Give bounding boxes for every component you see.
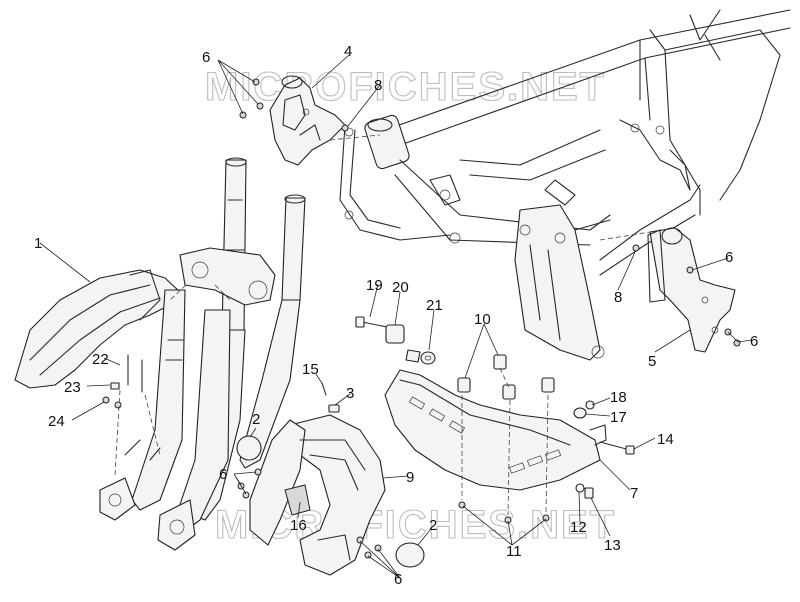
callout-23: 23: [64, 379, 81, 396]
skid-plate: [384, 369, 607, 491]
callout-12: 12: [570, 519, 587, 536]
callout-4: 4: [344, 43, 352, 60]
callout-7: 7: [630, 485, 638, 502]
callout-6-top: 6: [202, 49, 210, 66]
callout-6-right-upper: 6: [725, 249, 733, 266]
main-frame: [339, 9, 791, 361]
callout-15: 15: [302, 361, 319, 378]
callout-6-mid: 6: [219, 466, 227, 483]
callout-labels: 1 2 2 3 4 5 6 6 6 6 6 7 8 8 9 10 11 12 1…: [34, 43, 758, 588]
watermark-top: MICROFICHES.NET: [205, 65, 606, 109]
callout-20: 20: [392, 279, 409, 296]
callout-2-upper: 2: [252, 411, 260, 428]
hardware: [102, 78, 741, 568]
side-bracket-right: [647, 227, 736, 353]
leader-lines: [39, 54, 753, 579]
callout-17: 17: [610, 409, 627, 426]
callout-8-top: 8: [374, 77, 382, 94]
callout-3: 3: [346, 385, 354, 402]
callout-19: 19: [366, 277, 383, 294]
callout-2-lower: 2: [429, 517, 437, 534]
callout-6-bottom: 6: [394, 571, 402, 588]
callout-21: 21: [426, 297, 443, 314]
callout-6-right-lower: 6: [750, 333, 758, 350]
callout-5: 5: [648, 353, 656, 370]
front-fender: [14, 269, 181, 389]
callout-9: 9: [406, 469, 414, 486]
inner-cover: [249, 414, 386, 576]
assembly-lines: [114, 134, 651, 516]
callout-10: 10: [474, 311, 491, 328]
callout-16: 16: [290, 517, 307, 534]
front-fork: [99, 157, 306, 551]
callout-22: 22: [92, 351, 109, 368]
callout-18: 18: [610, 389, 627, 406]
callout-1: 1: [34, 235, 42, 252]
callout-13: 13: [604, 537, 621, 554]
callout-8-right: 8: [614, 289, 622, 306]
callout-24: 24: [48, 413, 65, 430]
callout-11: 11: [506, 543, 522, 560]
callout-14: 14: [657, 431, 674, 448]
